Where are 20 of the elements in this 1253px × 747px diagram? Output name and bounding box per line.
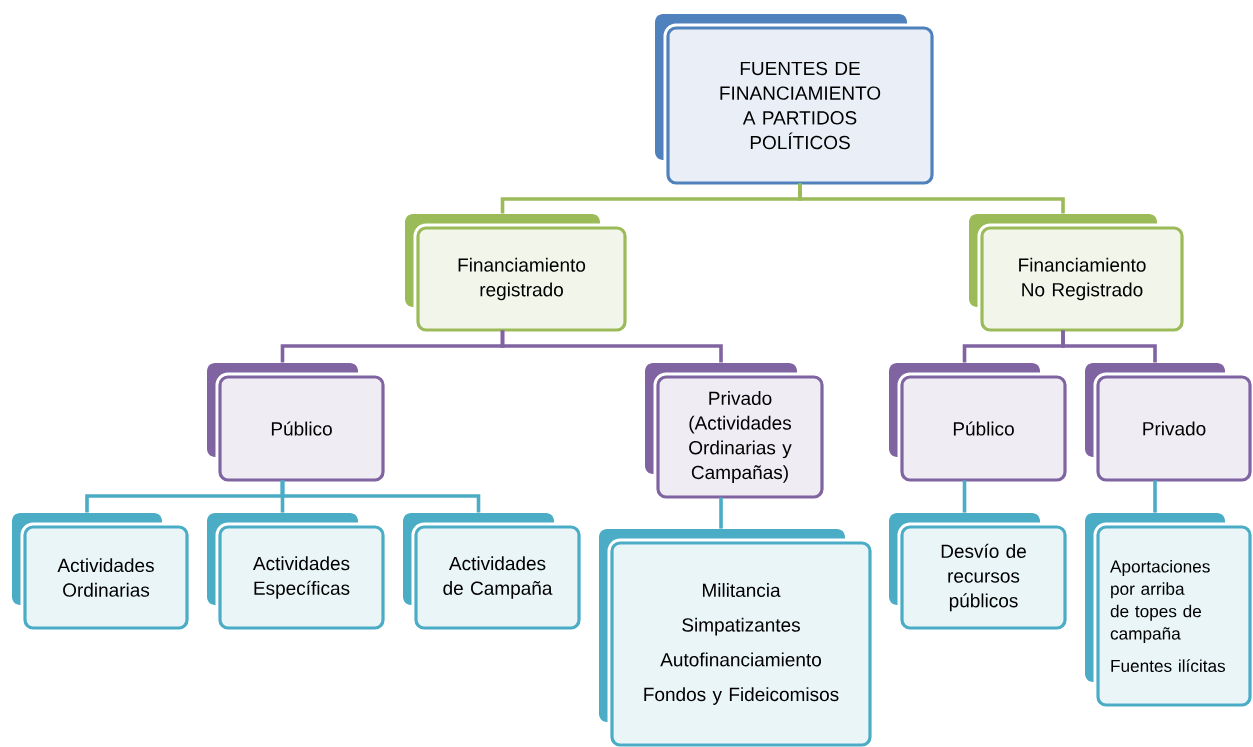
connector-line [280, 480, 481, 513]
hierarchy-box: Financiamiento No Registrado [969, 214, 1187, 335]
hierarchy-box: Privado [1085, 363, 1253, 485]
hierarchy-box: Público [207, 363, 388, 485]
connector-line [500, 330, 723, 363]
hierarchy-box: Aportaciones por arriba de topes de campaña Fuentes ilícitas [1085, 513, 1253, 710]
hierarchy-box: Actividades Ordinarias [12, 513, 192, 633]
connector-line [1153, 480, 1157, 513]
hierarchy-box: Público [889, 363, 1070, 485]
hierarchy-box: Actividades Específicas [207, 513, 388, 633]
connector-line [798, 183, 1065, 214]
hierarchy-box: Militancia Simpatizantes Autofinanciamiento Fondos y Fideicomisos [599, 529, 875, 747]
connector-line [1061, 330, 1157, 363]
hierarchy-box: Desvío de recursos públicos [889, 513, 1070, 633]
hierarchy-box: FUENTES DE FINANCIAMIENTO A PARTIDOS POLÍTICOS [655, 14, 937, 188]
hierarchy-box: Actividades de Campaña [403, 513, 584, 633]
connector-line [719, 497, 723, 529]
hierarchy-box: Privado (Actividades Ordinarias y Campañas) [645, 363, 827, 502]
hierarchy-box: Financiamiento registrado [405, 214, 630, 335]
connector-line [962, 480, 967, 513]
